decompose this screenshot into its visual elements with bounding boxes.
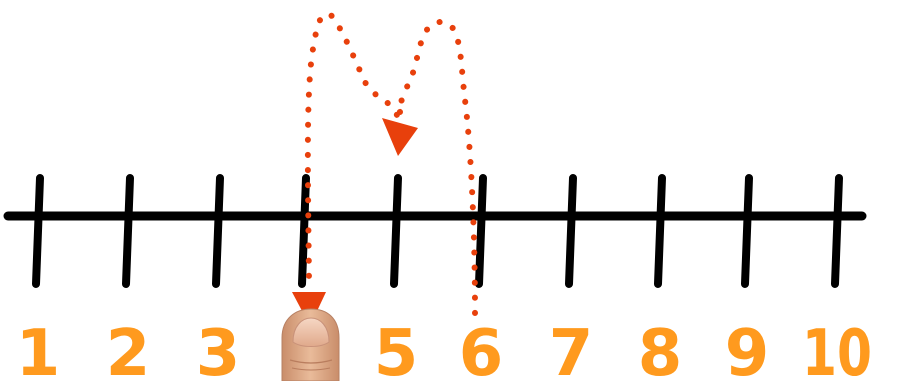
label-9: 9 [725, 317, 770, 381]
number-line-ticks [36, 178, 839, 284]
hop-arc-6-to-5 [396, 22, 475, 313]
tick-6 [479, 178, 483, 284]
tick-8 [658, 178, 662, 284]
label-1: 1 [16, 317, 61, 381]
number-line-labels: 12345678910 [16, 317, 872, 381]
tick-1 [36, 178, 40, 284]
tick-9 [745, 178, 749, 284]
tick-5 [394, 178, 398, 284]
label-6: 6 [459, 317, 504, 381]
tick-7 [569, 178, 573, 284]
label-2: 2 [106, 317, 151, 381]
label-7: 7 [549, 317, 594, 381]
hop-arrowhead-5 [382, 118, 418, 156]
tick-10 [835, 178, 839, 284]
finger-pointer-icon [282, 309, 339, 381]
label-8: 8 [638, 317, 683, 381]
tick-3 [216, 178, 220, 284]
label-3: 3 [196, 317, 241, 381]
tick-2 [126, 178, 130, 284]
hop-arc-5-to-4 [308, 14, 400, 280]
label-5: 5 [374, 317, 419, 381]
label-10: 10 [802, 317, 872, 381]
tick-4 [302, 178, 306, 284]
